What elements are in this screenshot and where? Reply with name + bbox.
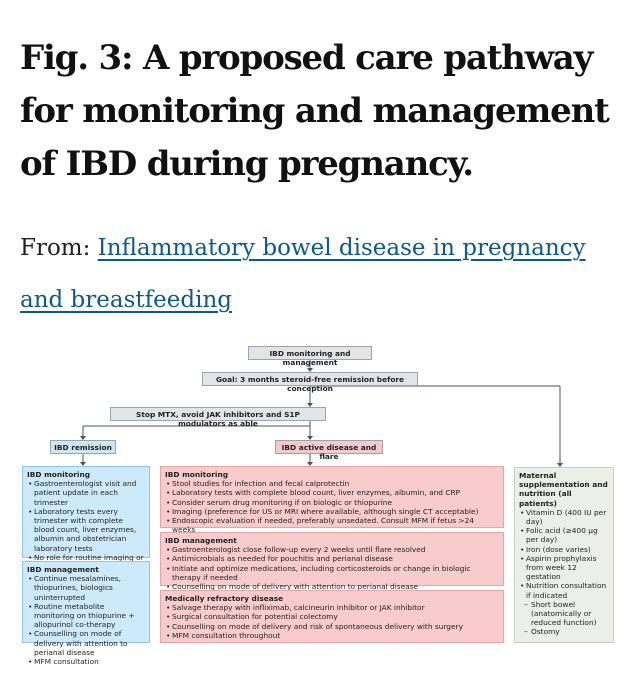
list-item: Initiate and optimize medications, inclu…: [166, 564, 499, 582]
panel-heading: Medically refractory disease: [165, 594, 284, 603]
list-item: Laboratory tests with complete blood cou…: [166, 488, 499, 497]
node-ibd-remission: IBD remission: [50, 440, 116, 454]
list-item: Folic acid (≥400 μg per day): [520, 526, 609, 544]
list-item: Aspirin prophylaxis from week 12 gestati…: [520, 554, 609, 582]
active-management-panel: IBD management Gastroenterologist close …: [160, 532, 504, 591]
sub-list-item: Ostomy: [524, 627, 609, 636]
list-item: Vitamin D (400 IU per day): [520, 508, 609, 526]
from-line: From: Inflammatory bowel disease in preg…: [20, 222, 620, 326]
node-active-disease: IBD active disease and flare: [275, 440, 383, 461]
article-link[interactable]: Inflammatory bowel disease in pregnancy …: [20, 235, 586, 313]
remission-monitoring-panel: IBD monitoring Gastroenterologist visit …: [22, 466, 150, 571]
figure-title: Fig. 3: A proposed care pathway for moni…: [20, 38, 610, 184]
maternal-supplementation-panel: Maternal supplementation and nutrition (…: [514, 467, 614, 643]
list-item: Antimicrobials as needed for pouchitis a…: [166, 554, 499, 563]
list-item: Salvage therapy with infliximab, calcine…: [166, 603, 499, 612]
list-item: MFM consultation throughout: [166, 631, 499, 640]
panel-heading: IBD monitoring: [165, 470, 229, 479]
list-item: Counselling on mode of delivery and risk…: [166, 622, 499, 631]
refractory-disease-panel: Medically refractory disease Salvage the…: [160, 590, 504, 643]
panel-heading: IBD management: [27, 565, 99, 574]
list-item: Counselling on mode of delivery with att…: [28, 629, 145, 657]
node-stop-medications: Stop MTX, avoid JAK inhibitors and S1P m…: [110, 407, 326, 428]
list-item: Stool studies for infection and fecal ca…: [166, 479, 499, 488]
list-item: Nutrition consultation if indicated: [520, 581, 609, 599]
list-item: Routine metabolite monitoring on thiopur…: [28, 602, 145, 630]
panel-heading: Maternal supplementation and nutrition (…: [519, 471, 608, 508]
list-item: Consider serum drug monitoring if on bio…: [166, 498, 499, 507]
panel-heading: IBD monitoring: [27, 470, 91, 479]
list-item: Counselling on mode of delivery with att…: [166, 582, 499, 591]
list-item: Laboratory tests every trimester with co…: [28, 507, 145, 553]
connector-lines: [80, 359, 563, 467]
node-monitoring-management: IBD monitoring and management: [248, 346, 372, 367]
list-item: MFM consultation: [28, 657, 145, 666]
care-pathway-figure: IBD monitoring and management Goal: 3 mo…: [0, 330, 633, 675]
list-item: Surgical consultation for potential cole…: [166, 612, 499, 621]
list-item: Iron (dose varies): [520, 545, 609, 554]
list-item: Gastroenterologist visit and patient upd…: [28, 479, 145, 507]
remission-management-panel: IBD management Continue mesalamines, thi…: [22, 561, 150, 666]
list-item: Gastroenterologist close follow-up every…: [166, 545, 499, 554]
list-item: Imaging (preference for US or MRI where …: [166, 507, 499, 516]
list-item: Continue mesalamines, thiopurines, biolo…: [28, 574, 145, 602]
from-label: From:: [20, 235, 91, 261]
sub-list-item: Short bowel (anatomically or reduced fun…: [524, 600, 609, 628]
node-goal: Goal: 3 months steroid-free remission be…: [202, 372, 418, 393]
active-monitoring-panel: IBD monitoring Stool studies for infecti…: [160, 466, 504, 534]
panel-heading: IBD management: [165, 536, 237, 545]
list-item: Endoscopic evaluation if needed, prefera…: [166, 516, 499, 534]
